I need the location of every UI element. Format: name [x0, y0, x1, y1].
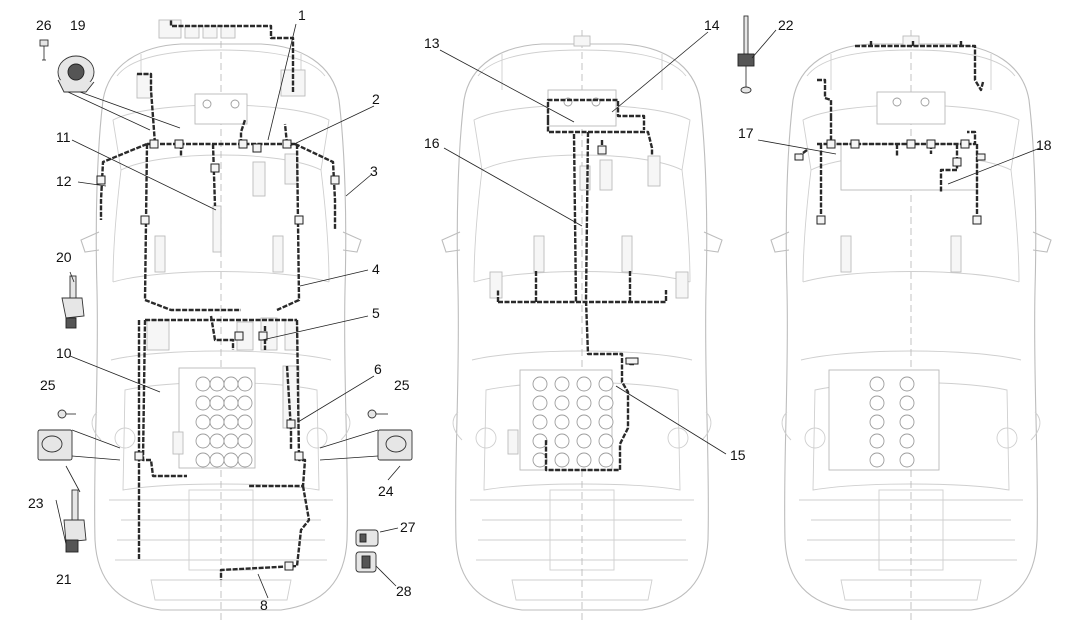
- callout-5: 5: [372, 305, 380, 321]
- callout-25-right: 25: [394, 377, 410, 393]
- part-20-sensor: [61, 275, 85, 329]
- part-25-bulb-right: [367, 409, 388, 419]
- part-19-speaker-bracket: [57, 55, 181, 131]
- callout-3: 3: [370, 163, 378, 179]
- callout-2: 2: [372, 91, 380, 107]
- part-26-screw: [39, 39, 49, 61]
- callout-labels: 1 2 3 4 5 6 8 10 11 12 13 14 15 16 17 18…: [28, 7, 1052, 613]
- callout-28: 28: [396, 583, 412, 599]
- callout-11: 11: [56, 129, 71, 145]
- car-view-middle: [441, 29, 723, 621]
- callout-15: 15: [730, 447, 746, 463]
- callout-27: 27: [400, 519, 416, 535]
- part-23-lamp: [37, 429, 121, 461]
- car-view-left: [80, 19, 362, 621]
- callout-19: 19: [70, 17, 86, 33]
- callout-14: 14: [704, 17, 720, 33]
- callout-26: 26: [36, 17, 52, 33]
- car-view-right: [770, 29, 1052, 621]
- callout-25-left: 25: [40, 377, 56, 393]
- callout-1: 1: [298, 7, 306, 23]
- part-21-sensor: [63, 489, 87, 553]
- callout-21: 21: [56, 571, 72, 587]
- callout-20: 20: [56, 249, 72, 265]
- leader-lines: [55, 23, 1041, 599]
- callout-16: 16: [424, 135, 440, 151]
- part-27-connector: [355, 529, 379, 547]
- callout-10: 10: [56, 345, 72, 361]
- part-28-connector: [355, 551, 377, 573]
- callout-23: 23: [28, 495, 44, 511]
- callout-6: 6: [374, 361, 382, 377]
- callout-13: 13: [424, 35, 440, 51]
- callout-17: 17: [738, 125, 754, 141]
- callout-4: 4: [372, 261, 380, 277]
- callout-8: 8: [260, 597, 268, 613]
- callout-22: 22: [778, 17, 794, 33]
- callout-24: 24: [378, 483, 394, 499]
- part-25-bulb-left: [57, 409, 76, 419]
- callout-18: 18: [1036, 137, 1052, 153]
- part-24-lamp: [319, 429, 413, 461]
- callout-12: 12: [56, 173, 72, 189]
- part-22-antenna: [737, 15, 755, 94]
